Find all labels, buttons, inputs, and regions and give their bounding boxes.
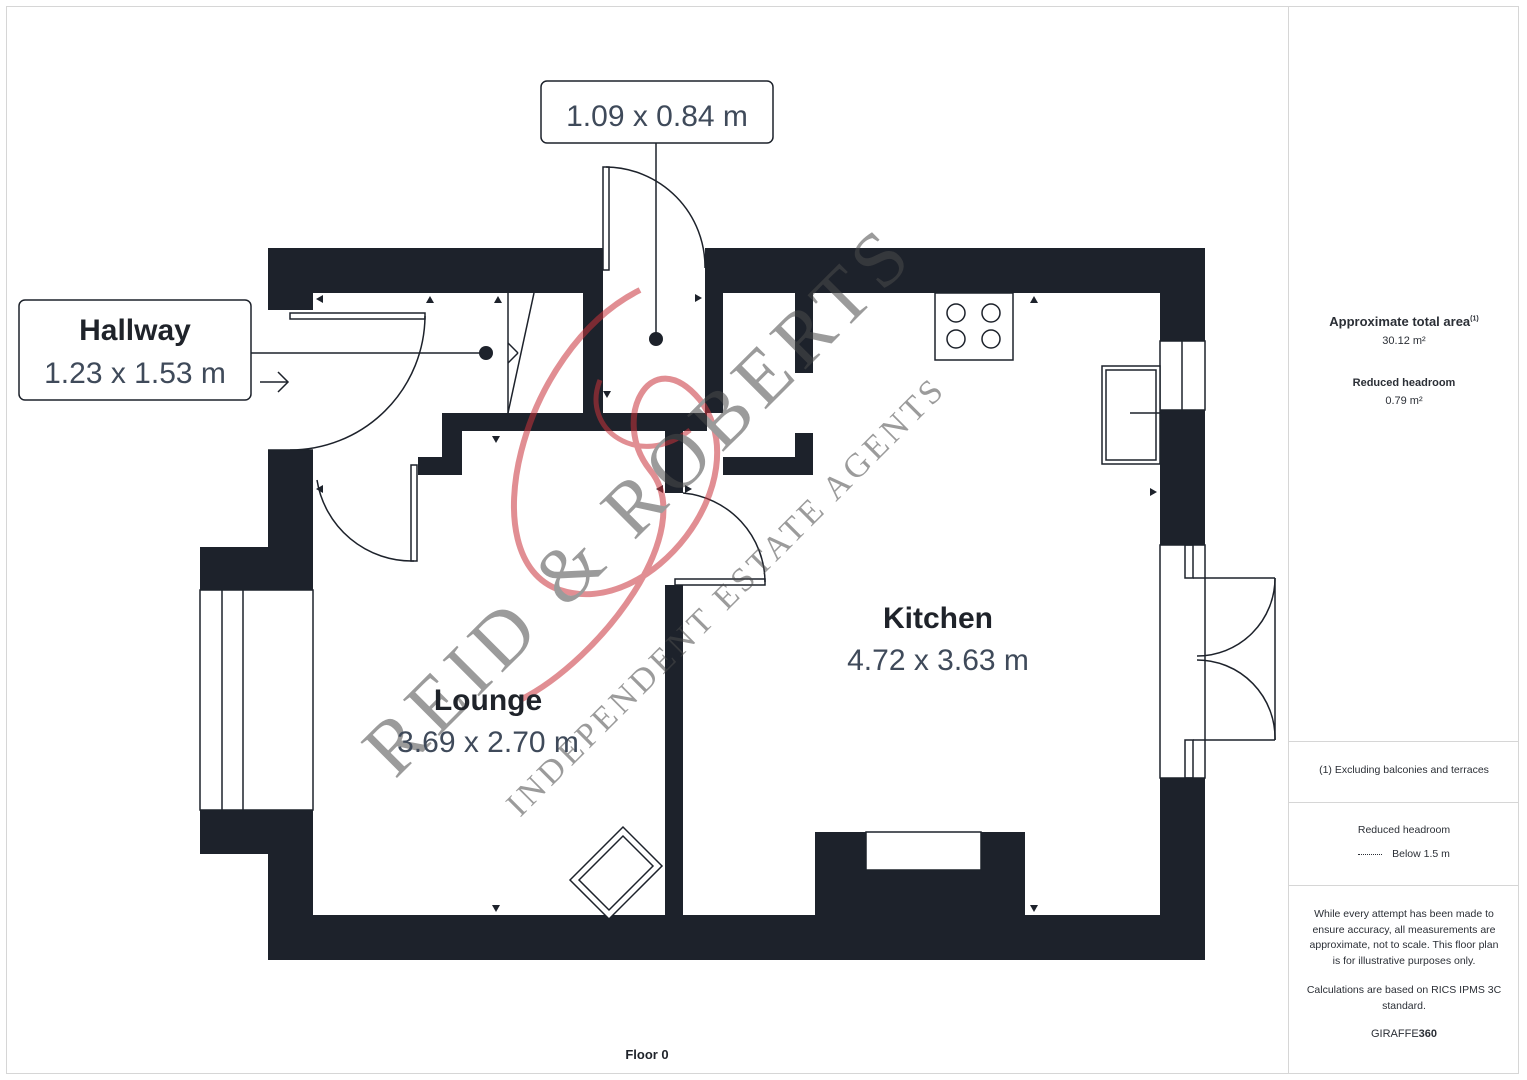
reduced-headroom: Reduced headroom 0.79 m² — [1288, 377, 1520, 407]
reduced-headroom-value: 0.79 m² — [1385, 395, 1423, 407]
store-wall-upper — [795, 293, 813, 373]
wall-right-2 — [1160, 410, 1205, 545]
furniture-box — [568, 825, 664, 921]
wall-top-left — [268, 248, 603, 293]
reduced-headroom-label: Reduced headroom — [1352, 377, 1456, 389]
bay-window — [199, 589, 314, 811]
divider — [1289, 802, 1519, 803]
hallway-dims: 1.23 x 1.53 m — [44, 357, 226, 390]
wall-step-2 — [418, 457, 462, 475]
wall-middle-down — [665, 413, 683, 493]
lounge-dims: 3.69 x 2.70 m — [397, 726, 579, 759]
cupboard-dims: 1.09 x 0.84 m — [566, 100, 748, 133]
wall-lounge-kitchen — [665, 585, 683, 915]
dimension-markers — [316, 294, 1157, 912]
cupboard-wall-left — [583, 248, 603, 413]
divider — [1289, 741, 1519, 742]
bay-top — [200, 547, 313, 590]
wall-left-upper — [268, 248, 313, 310]
hallway-label: Hallway 1.23 x 1.53 m — [18, 299, 493, 401]
divider — [1289, 885, 1519, 886]
kitchen-dims: 4.72 x 3.63 m — [847, 644, 1029, 677]
bay-bottom — [200, 810, 313, 854]
cupboard-wall-right — [705, 248, 723, 413]
disclaimer: While every attempt has been made to ens… — [1309, 908, 1499, 967]
cupboard-label: 1.09 x 0.84 m — [540, 80, 774, 346]
legend-item: Below 1.5 m — [1392, 848, 1450, 860]
wall-step-1 — [442, 413, 462, 458]
floor-label: Floor 0 — [625, 1047, 669, 1062]
dotted-line-icon — [1358, 853, 1383, 855]
total-area-label: Approximate total area(1) — [1329, 314, 1479, 329]
legend-title: Reduced headroom — [1357, 824, 1451, 836]
hallway-name: Hallway — [79, 314, 191, 347]
wall-bottom — [268, 915, 1204, 960]
lounge-name: Lounge — [434, 684, 542, 717]
entrance-door — [268, 312, 426, 451]
footnote: (1) Excluding balconies and terraces — [1319, 764, 1489, 776]
cupboard-door — [602, 166, 706, 271]
total-area-value: 30.12 m² — [1382, 335, 1426, 347]
sink — [1101, 365, 1161, 465]
wall-right-3 — [1160, 778, 1205, 960]
kitchen-door — [674, 492, 766, 586]
kitchen-name: Kitchen — [883, 602, 993, 635]
hob — [934, 292, 1014, 361]
legend-row: Below 1.5 m — [1288, 847, 1520, 863]
french-doors — [1159, 544, 1276, 779]
sidebar-divider — [1288, 6, 1289, 1074]
right-window — [1159, 340, 1206, 411]
fireplace-opening — [865, 831, 982, 871]
page-frame — [6, 6, 1519, 1074]
wall-middle — [442, 413, 707, 431]
lounge-door — [316, 464, 418, 562]
total-area: Approximate total area(1) 30.12 m² — [1288, 314, 1520, 347]
entrance-arrow-icon — [260, 371, 290, 393]
wall-top-right — [705, 248, 1205, 293]
calc-note: Calculations are based on RICS IPMS 3C s… — [1306, 984, 1502, 1012]
wall-right-1 — [1160, 248, 1205, 341]
brand-logo: GIRAFFE360 — [1370, 1028, 1438, 1040]
stairs — [507, 292, 535, 414]
store-wall-bottom — [723, 457, 813, 475]
walls — [200, 248, 1205, 960]
